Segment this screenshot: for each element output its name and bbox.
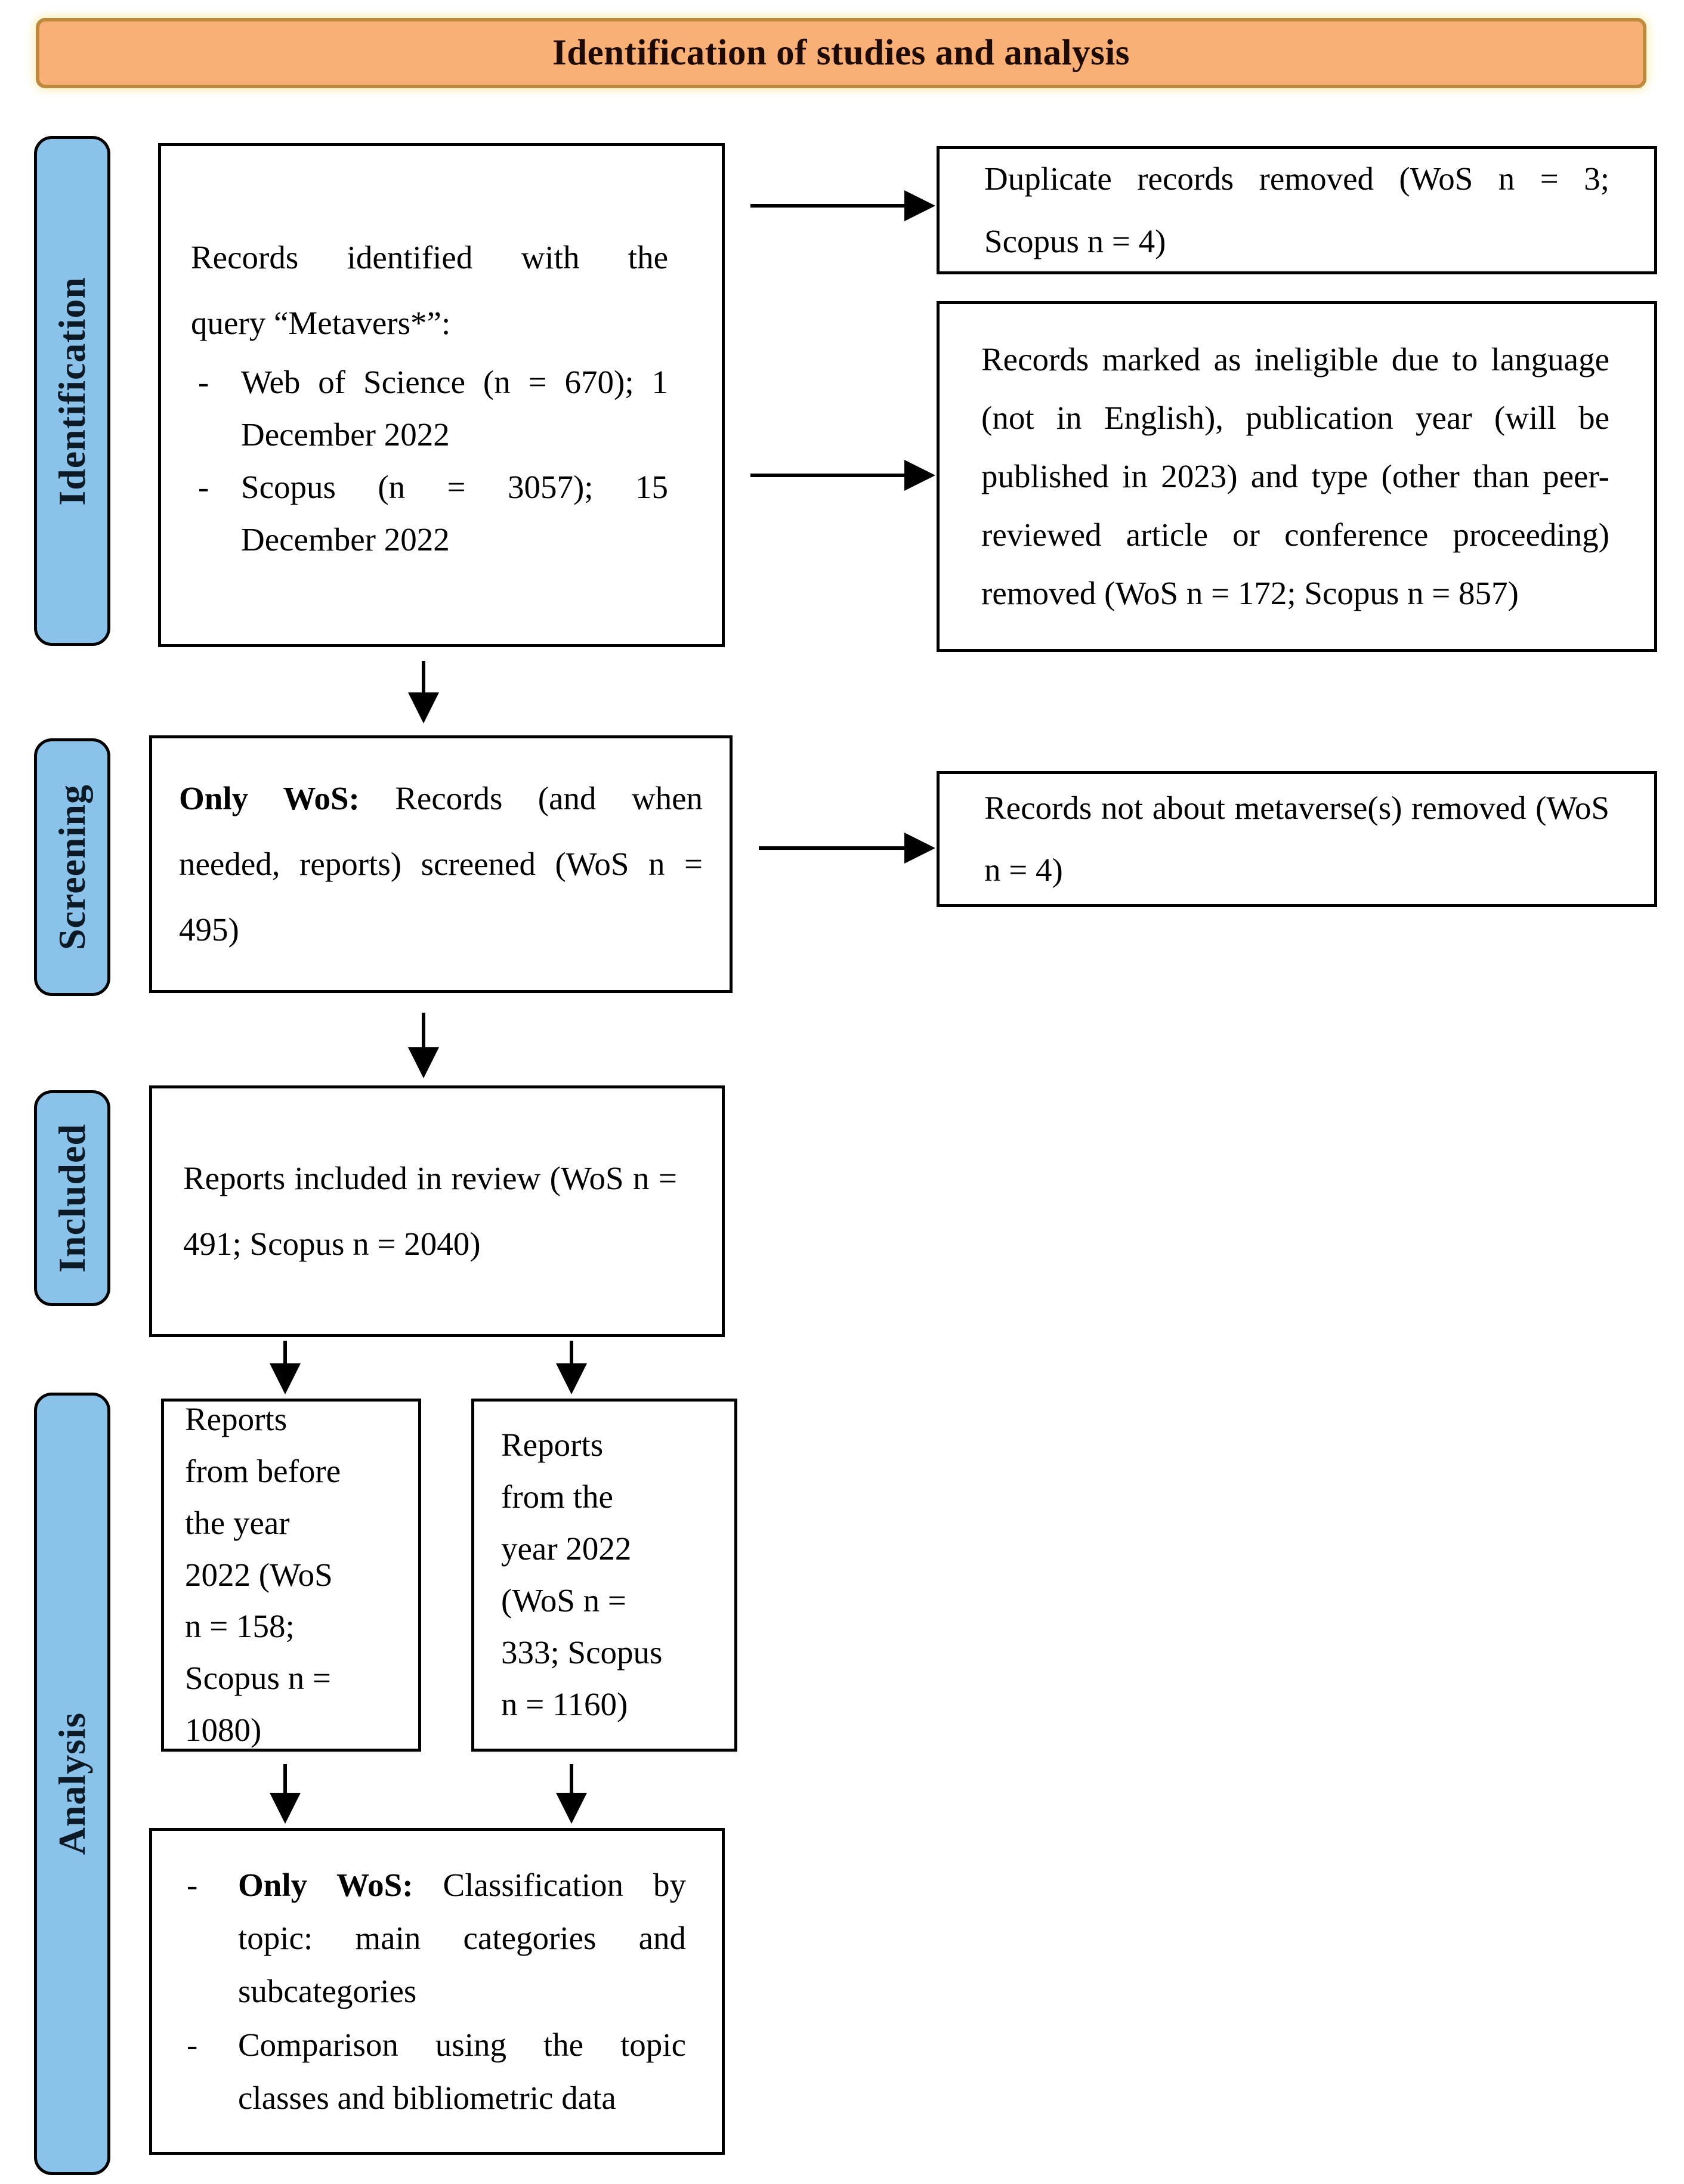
box-reports-included: Reports included in review (WoS n = 491;… (149, 1085, 725, 1337)
arrow-head-down-icon (270, 1363, 301, 1394)
arrow-shaft (759, 846, 904, 850)
arrow-shaft (283, 1764, 287, 1793)
arrow-shaft (750, 204, 904, 208)
box-ineligible-removed: Records marked as ineligible due to lang… (937, 301, 1657, 652)
records-identified-item-scopus: - Scopus (n = 3057); 15 December 2022 (191, 461, 668, 566)
analysis-step-classification-text: Only WoS: Classification by topic: main … (238, 1858, 686, 2018)
stage-label-included-text: Included (51, 1124, 93, 1273)
reports-before-2022-text: Reports from before the year 2022 (WoS n… (185, 1400, 341, 1749)
arrow-included-to-year-2022 (556, 1341, 587, 1394)
arrow-identified-to-screened (408, 661, 439, 723)
box-records-identified: Records identified with the query “Metav… (158, 143, 725, 647)
arrow-head-right-icon (904, 190, 935, 221)
records-identified-item-scopus-text: Scopus (n = 3057); 15 December 2022 (241, 468, 668, 558)
arrow-head-down-icon (556, 1793, 587, 1824)
records-screened-lead: Only WoS: (179, 780, 360, 816)
arrow-head-down-icon (408, 1047, 439, 1078)
box-reports-year-2022: Reports from the year 2022 (WoS n = 333;… (471, 1399, 737, 1752)
box-reports-before-2022: Reports from before the year 2022 (WoS n… (161, 1399, 421, 1752)
arrow-shaft (570, 1764, 573, 1793)
duplicates-removed-text: Duplicate records removed (WoS n = 3; Sc… (984, 160, 1609, 259)
not-metaverse-removed-text: Records not about metaverse(s) removed (… (984, 789, 1609, 889)
stage-label-identification: Identification (34, 136, 110, 646)
analysis-step-comparison-text: Comparison using the topic classes and b… (238, 2026, 686, 2116)
box-analysis-steps: - Only WoS: Classification by topic: mai… (149, 1828, 725, 2155)
records-identified-intro-line2: query “Metavers*”: (191, 304, 451, 341)
arrow-year-2022-to-analysis (556, 1764, 587, 1824)
arrow-head-down-icon (408, 692, 439, 723)
arrow-shaft (283, 1341, 287, 1363)
reports-year-2022-text: Reports from the year 2022 (WoS n = 333;… (501, 1427, 663, 1722)
analysis-step-classification-rest: Classification by topic: main categories… (238, 1867, 686, 2010)
arrow-shaft (422, 1013, 425, 1047)
arrow-before-2022-to-analysis (270, 1764, 301, 1824)
hyphen-marker: - (198, 363, 209, 400)
arrow-included-to-before-2022 (270, 1341, 301, 1394)
stage-label-analysis-text: Analysis (51, 1712, 93, 1855)
arrow-head-right-icon (904, 460, 935, 491)
arrow-identified-to-duplicates (750, 190, 935, 221)
records-identified-intro-line1: Records identified with the (191, 239, 668, 276)
box-not-metaverse-removed: Records not about metaverse(s) removed (… (937, 771, 1657, 907)
records-identified-item-wos-text: Web of Science (n = 670); 1 December 202… (241, 363, 668, 453)
stage-label-included: Included (34, 1090, 110, 1306)
arrow-head-right-icon (904, 833, 935, 864)
stage-label-screening-text: Screening (51, 784, 93, 951)
hyphen-marker: - (198, 468, 209, 505)
box-records-screened: Only WoS: Records (and when needed, repo… (149, 735, 733, 993)
arrow-head-down-icon (270, 1793, 301, 1824)
analysis-step-comparison: - Comparison using the topic classes and… (187, 2018, 686, 2124)
arrow-screened-to-not-metaverse (759, 833, 935, 864)
arrow-shaft (750, 474, 904, 477)
records-identified-item-wos: - Web of Science (n = 670); 1 December 2… (191, 356, 668, 461)
hyphen-marker: - (187, 1867, 198, 1904)
records-screened-rest: Records (and when needed, reports) scree… (179, 780, 703, 948)
stage-label-screening: Screening (34, 738, 110, 996)
reports-included-text: Reports included in review (WoS n = 491;… (183, 1160, 677, 1262)
diagram-title: Identification of studies and analysis (552, 33, 1130, 73)
arrow-shaft (422, 661, 425, 692)
arrow-head-down-icon (556, 1363, 587, 1394)
stage-label-analysis: Analysis (34, 1393, 110, 2175)
hyphen-marker: - (187, 2026, 198, 2063)
analysis-step-classification-lead: Only WoS: (238, 1867, 413, 1904)
diagram-title-banner: Identification of studies and analysis (36, 18, 1646, 88)
records-screened-text: Only WoS: Records (and when needed, repo… (179, 766, 703, 963)
arrow-screened-to-included (408, 1013, 439, 1078)
analysis-step-classification: - Only WoS: Classification by topic: mai… (187, 1858, 686, 2018)
arrow-identified-to-ineligible (750, 460, 935, 491)
arrow-shaft (570, 1341, 573, 1363)
ineligible-removed-text: Records marked as ineligible due to lang… (981, 341, 1609, 611)
stage-label-identification-text: Identification (51, 276, 93, 506)
box-duplicates-removed: Duplicate records removed (WoS n = 3; Sc… (937, 146, 1657, 274)
